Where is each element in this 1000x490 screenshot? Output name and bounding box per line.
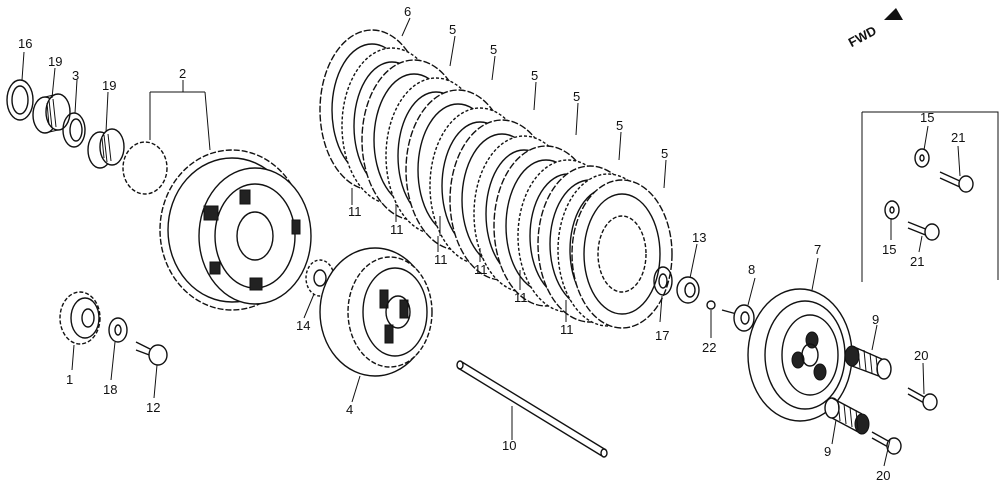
callout-11-e: 11 — [514, 290, 528, 305]
part-2-clutch-outer — [122, 141, 312, 311]
callout-12: 12 — [146, 400, 160, 415]
callout-21-lower: 21 — [910, 254, 924, 269]
part-21-bolt-lower — [907, 221, 940, 241]
part-7-pressure-plate — [747, 288, 853, 422]
part-19-needle-bearing-right — [87, 128, 125, 169]
part-1-drive-gear — [59, 291, 101, 345]
callout-9-upper: 9 — [872, 312, 879, 327]
callout-4: 4 — [346, 402, 353, 417]
callout-9-lower: 9 — [824, 444, 831, 459]
callout-19-left: 19 — [48, 54, 62, 69]
callout-16: 16 — [18, 36, 32, 51]
callout-5-e: 5 — [616, 118, 623, 133]
part-22-ball — [706, 300, 716, 310]
leader-lines — [21, 17, 961, 467]
part-20-bolt-lower — [871, 431, 902, 455]
callout-14: 14 — [296, 318, 310, 333]
inset-box — [861, 111, 999, 282]
part-19-needle-bearing-left — [32, 93, 71, 134]
callout-13: 13 — [692, 230, 706, 245]
callout-11-c: 11 — [434, 252, 448, 267]
part-18-washer — [108, 317, 128, 343]
part-17-washer — [653, 266, 673, 296]
callout-15-lower: 15 — [882, 242, 896, 257]
part-4-clutch-center — [319, 247, 433, 377]
callout-11-a: 11 — [348, 204, 362, 219]
callout-2: 2 — [179, 66, 186, 81]
callout-1: 1 — [66, 372, 73, 387]
callout-11-d: 11 — [474, 262, 488, 277]
callout-5-b: 5 — [490, 42, 497, 57]
fwd-label: FWD — [846, 23, 879, 50]
part-12-bolt — [135, 341, 168, 366]
fwd-arrow-icon — [884, 8, 903, 20]
part-20-bolt-upper — [907, 387, 938, 411]
callout-6: 6 — [404, 4, 411, 19]
callout-20-upper: 20 — [914, 348, 928, 363]
part-9-spring-upper — [844, 345, 892, 380]
callout-22: 22 — [702, 340, 716, 355]
callout-18: 18 — [103, 382, 117, 397]
callout-15-upper: 15 — [920, 110, 934, 125]
callout-labels: 16 19 3 19 2 6 5 5 5 5 5 5 11 11 11 11 1… — [18, 4, 965, 483]
callout-5-c: 5 — [531, 68, 538, 83]
part-16-ring — [6, 79, 34, 121]
part-10-push-rod — [456, 360, 608, 458]
callout-5-f: 5 — [661, 146, 668, 161]
callout-17: 17 — [655, 328, 669, 343]
callout-5-a: 5 — [449, 22, 456, 37]
forward-direction-indicator: FWD — [846, 8, 903, 50]
friction-disc-5f — [571, 179, 673, 329]
callout-11-b: 11 — [390, 222, 404, 237]
callout-21-upper: 21 — [951, 130, 965, 145]
callout-5-d: 5 — [573, 89, 580, 104]
callout-11-f: 11 — [560, 322, 574, 337]
callout-19-right: 19 — [102, 78, 116, 93]
callout-8: 8 — [748, 262, 755, 277]
part-3-collar — [62, 112, 86, 148]
part-15-washer-lower — [884, 200, 900, 220]
callout-7: 7 — [814, 242, 821, 257]
part-15-washer-upper — [914, 148, 930, 168]
callout-20-lower: 20 — [876, 468, 890, 483]
part-13-lock-nut — [676, 276, 700, 304]
part-21-bolt-upper — [939, 171, 974, 193]
clutch-plate-stack — [319, 29, 673, 329]
callout-10: 10 — [502, 438, 516, 453]
callout-3: 3 — [72, 68, 79, 83]
part-9-spring-lower — [824, 397, 870, 435]
part-8-lifter-piece — [721, 304, 755, 332]
